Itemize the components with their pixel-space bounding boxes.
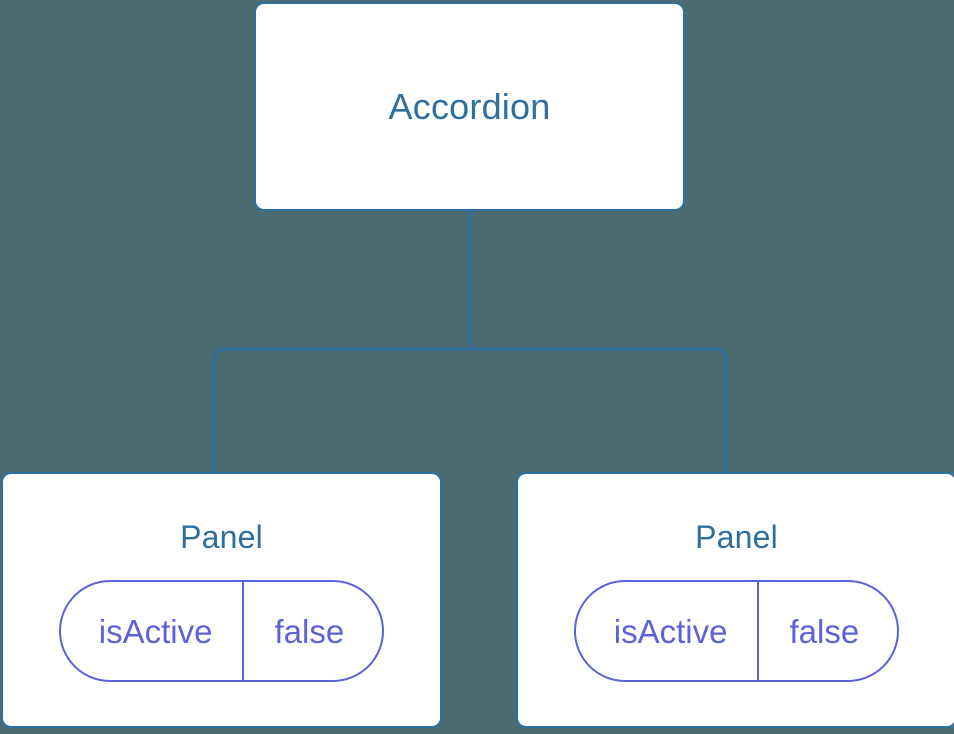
node-panel-2-prop-key: isActive [613,612,728,650]
node-panel-2-prop-pill: isActive false [573,580,900,683]
node-accordion-label: Accordion [388,85,551,127]
node-panel-2-prop-value: false [757,582,897,681]
node-panel-1[interactable]: Panel isActive false [1,472,442,728]
node-panel-1-prop-pill: isActive false [58,580,385,683]
node-panel-1-prop-value: false [242,582,382,681]
node-panel-1-prop-key: isActive [98,612,213,650]
node-panel-2-label: Panel [695,519,778,555]
node-panel-1-label: Panel [180,519,263,555]
node-accordion[interactable]: Accordion [254,2,685,211]
edge-root-to-panel-2 [470,347,728,474]
edge-root-to-panel-1 [212,347,470,474]
node-panel-2[interactable]: Panel isActive false [516,472,954,728]
